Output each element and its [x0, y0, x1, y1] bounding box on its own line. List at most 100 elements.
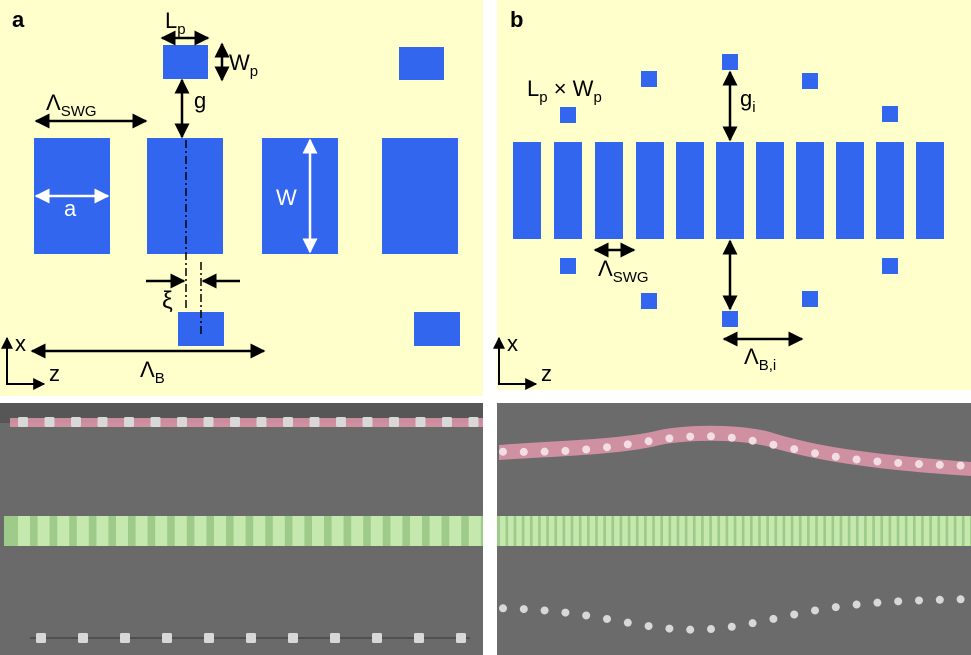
sem-left-segment [272, 516, 285, 546]
sem-right-bottom-pad [644, 622, 653, 631]
wp-label: Wp [229, 50, 258, 80]
segment-b-4 [636, 142, 664, 239]
sem-right-segment [581, 516, 587, 546]
sem-left-segment [312, 516, 324, 546]
segment-b-10 [876, 142, 904, 239]
panel-b: b Lp × Wp gi [493, 0, 971, 390]
sem-right-bottom-pad [519, 605, 528, 614]
pad-bottom-2 [414, 312, 460, 346]
sem-right-segment [646, 516, 653, 546]
sem-right-top-pad [915, 460, 923, 469]
sem-right-segment [557, 516, 563, 546]
sem-right-segment [663, 516, 669, 546]
sem-right-segment [874, 516, 881, 546]
pad-b-bottom-3 [722, 311, 738, 327]
sem-right-top-pad [727, 433, 736, 442]
pad-top-1 [163, 45, 208, 79]
sem-right-bottom-pad [623, 618, 632, 627]
sem-right-segment [915, 516, 922, 546]
g-label: g [194, 88, 206, 113]
xi-label: ξ [162, 287, 173, 314]
panel-a: a Lp Wp g ΛSWG a W ξ [0, 0, 483, 396]
sem-left-bottom-pad [36, 633, 46, 643]
a-label: a [64, 196, 77, 221]
sem-left-bottom-pad [204, 633, 214, 643]
sem-right-segment [524, 516, 530, 546]
sem-right-bottom-pads [499, 595, 965, 634]
panel-b-letter: b [510, 7, 523, 32]
sem-right-segment [548, 516, 555, 546]
sem-right-top-pad [623, 440, 632, 449]
sem-left-segment [370, 516, 383, 546]
axis-b-x-label: x [507, 331, 518, 356]
sem-left-segment [429, 516, 442, 546]
sem-left-segment [253, 516, 266, 546]
sem-right-bottom-pad [769, 614, 778, 623]
sem-right-bottom-pad [540, 606, 549, 615]
sem-right-segment [744, 516, 750, 546]
sem-right-top-pad [686, 432, 695, 441]
sem-left-bottom-pad [162, 633, 172, 643]
sem-right-top-pad [769, 440, 778, 449]
sem-right-segment [703, 516, 710, 546]
panel-b-segments [513, 142, 944, 239]
sem-left-segment [57, 516, 70, 546]
segment-3 [262, 138, 338, 254]
sem-left-bottom-pad [246, 633, 256, 643]
sem-left-segment [18, 516, 30, 546]
sem-left-top-pad [230, 417, 240, 427]
sem-right-top-pad [831, 452, 840, 461]
sem-right-bottom-pad [852, 600, 861, 609]
lbi-label: ΛB,i [744, 344, 776, 374]
sem-left-top-pad [97, 417, 108, 427]
sem-left-segment [331, 516, 344, 546]
sem-right-segment [956, 516, 962, 546]
sem-right-segment [711, 516, 718, 546]
sem-right-segment [834, 516, 840, 546]
lp-label: Lp [165, 8, 186, 38]
sem-right-segment [630, 516, 636, 546]
sem-right-segment [858, 516, 865, 546]
sem-right-segment [768, 516, 775, 546]
sem-right-bottom-pad [811, 606, 819, 615]
sem-left-segment [410, 516, 422, 546]
sem-right-bottom-pad [873, 598, 882, 607]
pad-b-top-1 [560, 107, 576, 123]
sem-right-segment [891, 516, 897, 546]
sem-left-segment [96, 516, 109, 546]
sem-right-segment [728, 516, 734, 546]
sem-right-segment [532, 516, 539, 546]
sem-left-segment [76, 516, 89, 546]
pad-b-bottom-4 [802, 291, 818, 307]
sem-right-bottom-pad [894, 597, 903, 606]
sem-left-bottom-pad [330, 633, 340, 643]
sem-right-segment [760, 516, 767, 546]
pad-b-bottom-5 [882, 258, 898, 274]
sem-left-segment [292, 516, 305, 546]
sem-right-bottom-pad [582, 611, 591, 620]
lpwp-label: Lp × Wp [527, 76, 602, 106]
pad-b-bottom-1 [560, 258, 576, 274]
sem-left-bottom-pad [120, 633, 130, 643]
sem-left-top-pads [18, 417, 479, 427]
segment-2 [147, 138, 223, 254]
segment-b-2 [554, 142, 582, 239]
pad-b-top-5 [882, 106, 898, 122]
sem-right-bottom-pad [935, 595, 944, 604]
sem-right-top-pad [748, 436, 757, 445]
sem-left-segment [233, 516, 246, 546]
sem-left-top-pad [44, 417, 55, 427]
axis-b-z-label: z [541, 361, 552, 386]
pad-b-top-4 [802, 73, 818, 89]
sem-left-segment [37, 516, 50, 546]
sem-right-segment [622, 516, 628, 546]
sem-right-top-pads [499, 432, 965, 470]
sem-left-top-pad [336, 417, 346, 427]
sem-right-bottom-pad [561, 608, 570, 617]
sem-right-segment [826, 516, 832, 546]
sem-right-segment [948, 516, 954, 546]
sem-left-bottom-pad [372, 633, 382, 643]
segment-b-3 [595, 142, 623, 239]
segment-b-6 [716, 142, 744, 239]
